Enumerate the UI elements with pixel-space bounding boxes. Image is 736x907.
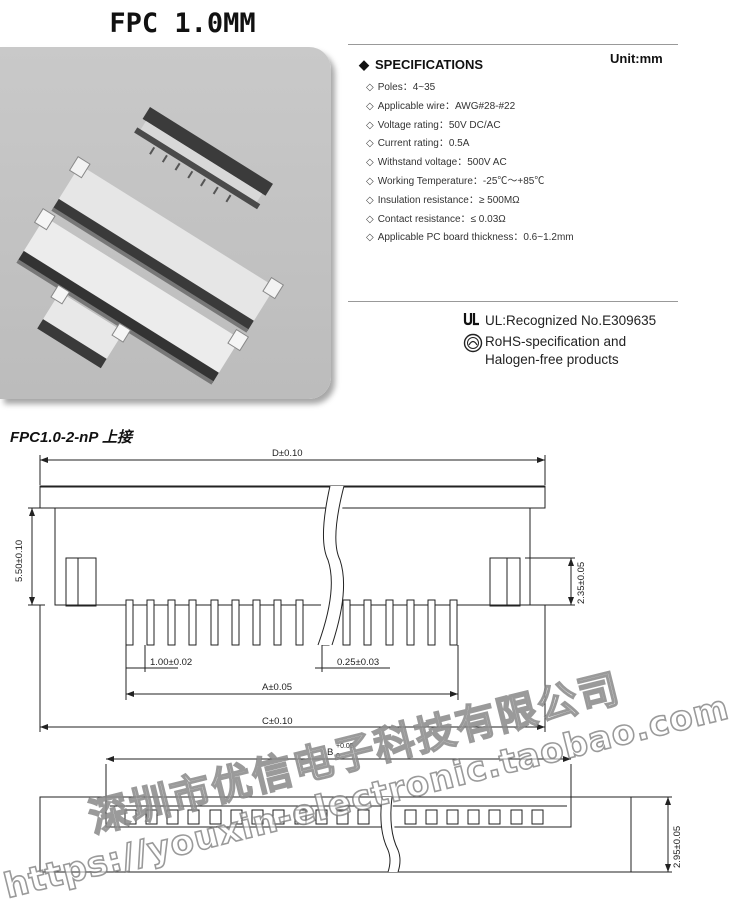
dim-b-sup: +0.05 <box>336 743 354 750</box>
product-photo <box>0 47 331 399</box>
dim-h1-label: 5.50±0.10 <box>14 540 25 582</box>
diamond-outline-icon: ◇ <box>366 119 374 131</box>
diamond-outline-icon: ◇ <box>366 213 374 225</box>
page-title: FPC 1.0MM <box>109 8 256 39</box>
drawing-canvas: D±0.10 5.50±0.10 2.35±0.05 1.00±0.02 0.2… <box>14 448 683 873</box>
spec-heading-text: SPECIFICATIONS <box>375 57 484 72</box>
spec-divider-top <box>348 44 678 45</box>
diamond-outline-icon: ◇ <box>366 82 374 93</box>
ul-cert: UL:Recognized No.E309635 <box>463 312 656 331</box>
spec-item: ◇Applicable wire：AWG#28-#22 <box>366 98 574 117</box>
spec-item: ◇Withstand voltage：500V AC <box>366 154 574 173</box>
rohs-seal-icon <box>463 333 485 358</box>
dim-h2-label: 2.35±0.05 <box>576 562 587 604</box>
diamond-outline-icon: ◇ <box>366 157 374 169</box>
dim-pin-label: 0.25±0.03 <box>337 657 379 668</box>
diamond-outline-icon: ◇ <box>366 232 374 244</box>
dim-pitch-label: 1.00±0.02 <box>150 657 192 668</box>
drawing-title: FPC1.0-2-nP 上接 <box>10 429 132 446</box>
dim-b-sub: 0 <box>336 753 340 760</box>
diamond-outline-icon: ◇ <box>366 175 374 187</box>
connector-illustration <box>16 107 285 385</box>
spec-item: ◇Contact resistance：≤ 0.03Ω <box>366 211 574 230</box>
spec-item: ◇Current rating：0.5A <box>366 135 574 154</box>
dim-a-label: A±0.05 <box>262 682 292 693</box>
spec-item: ◇Voltage rating：50V DC/AC <box>366 117 574 136</box>
ul-text: UL:Recognized No.E309635 <box>485 313 657 328</box>
spec-item: ◇Applicable PC board thickness：0.6~1.2mm <box>366 229 574 248</box>
spec-list: ◇Poles：4~35 ◇Applicable wire：AWG#28-#22 … <box>366 79 574 248</box>
spec-divider-bottom <box>348 301 678 302</box>
ul-mark-icon <box>463 312 485 331</box>
certifications: UL:Recognized No.E309635 RoHS-specificat… <box>463 312 656 369</box>
dim-h3-label: 2.95±0.05 <box>672 826 683 868</box>
spec-item: ◇Working Temperature：-25℃～+85℃ <box>366 173 574 192</box>
diamond-outline-icon: ◇ <box>366 194 374 206</box>
dim-d-label: D±0.10 <box>272 448 303 459</box>
diamond-outline-icon: ◇ <box>366 100 374 112</box>
diamond-outline-icon: ◇ <box>366 138 374 150</box>
unit-label: Unit:mm <box>610 51 663 66</box>
dim-b-label: B <box>327 747 333 758</box>
diamond-filled-icon: ◆ <box>359 57 369 72</box>
rohs-text-line2: Halogen-free products <box>485 352 619 367</box>
dim-c-label: C±0.10 <box>262 716 293 727</box>
rohs-cert: RoHS-specification and Halogen-free prod… <box>463 333 656 369</box>
rohs-text-line1: RoHS-specification and <box>485 334 627 349</box>
spec-item: ◇Poles：4~35 <box>366 79 574 98</box>
spec-item: ◇Insulation resistance：≥ 500MΩ <box>366 192 574 211</box>
spec-heading: ◆ SPECIFICATIONS <box>359 57 483 73</box>
